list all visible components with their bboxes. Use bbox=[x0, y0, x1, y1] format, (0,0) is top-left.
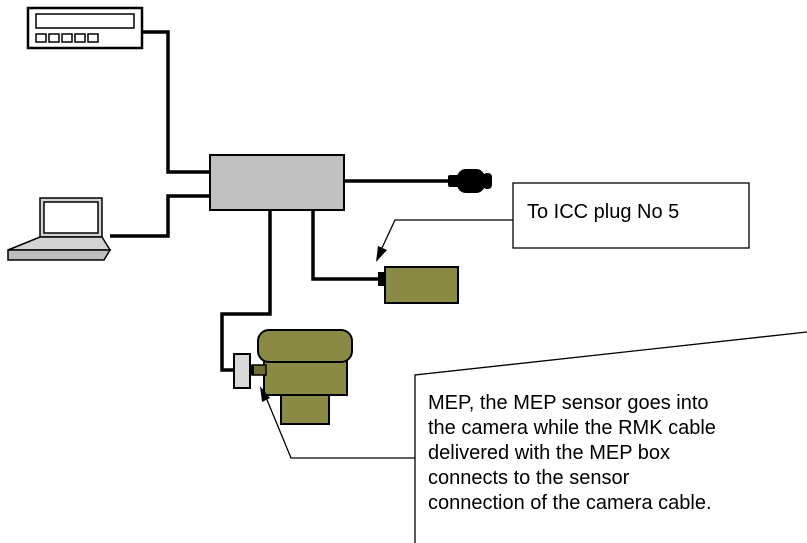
mep-callout-line: the camera while the RMK cable bbox=[428, 417, 716, 439]
camera-icon bbox=[251, 329, 353, 425]
mep-callout-line: MEP, the MEP sensor goes into bbox=[428, 392, 709, 414]
camera-side-port bbox=[251, 364, 267, 376]
mep-callout-arrowhead bbox=[260, 386, 270, 402]
cable-box-to-sensor bbox=[220, 210, 272, 372]
cable-plug-icon bbox=[448, 169, 492, 193]
laptop-base-top bbox=[7, 236, 112, 251]
mep-box-icon bbox=[209, 154, 345, 211]
control-display-unit-icon bbox=[26, 6, 144, 50]
mep-sensor-icon bbox=[233, 353, 254, 389]
icc-callout-label: To ICC plug No 5 bbox=[527, 201, 680, 223]
mep-callout-line: connects to the sensor bbox=[428, 467, 630, 489]
camera-top bbox=[257, 329, 353, 363]
cable-laptop-to-box bbox=[110, 194, 210, 238]
cable-box-to-icc-unit bbox=[311, 210, 378, 281]
mep-callout-label: MEP, the MEP sensor goes into the camera… bbox=[428, 391, 804, 516]
mep-callout-line: delivered with the MEP box bbox=[428, 442, 670, 464]
cable-display-to-box bbox=[142, 30, 210, 174]
mep-callout-leader bbox=[264, 394, 415, 459]
laptop-base-front bbox=[7, 249, 112, 261]
mep-callout-frame bbox=[414, 331, 807, 543]
laptop-display bbox=[43, 201, 99, 234]
mep-callout bbox=[260, 331, 807, 543]
cables bbox=[110, 30, 450, 372]
icc-callout bbox=[376, 182, 750, 262]
mep-callout-line: connection of the camera cable. bbox=[428, 492, 712, 514]
icc-unit-icon bbox=[378, 266, 459, 304]
icc-callout-leader bbox=[380, 219, 513, 251]
laptop-icon bbox=[7, 197, 112, 261]
icc-callout-arrowhead bbox=[376, 246, 387, 262]
